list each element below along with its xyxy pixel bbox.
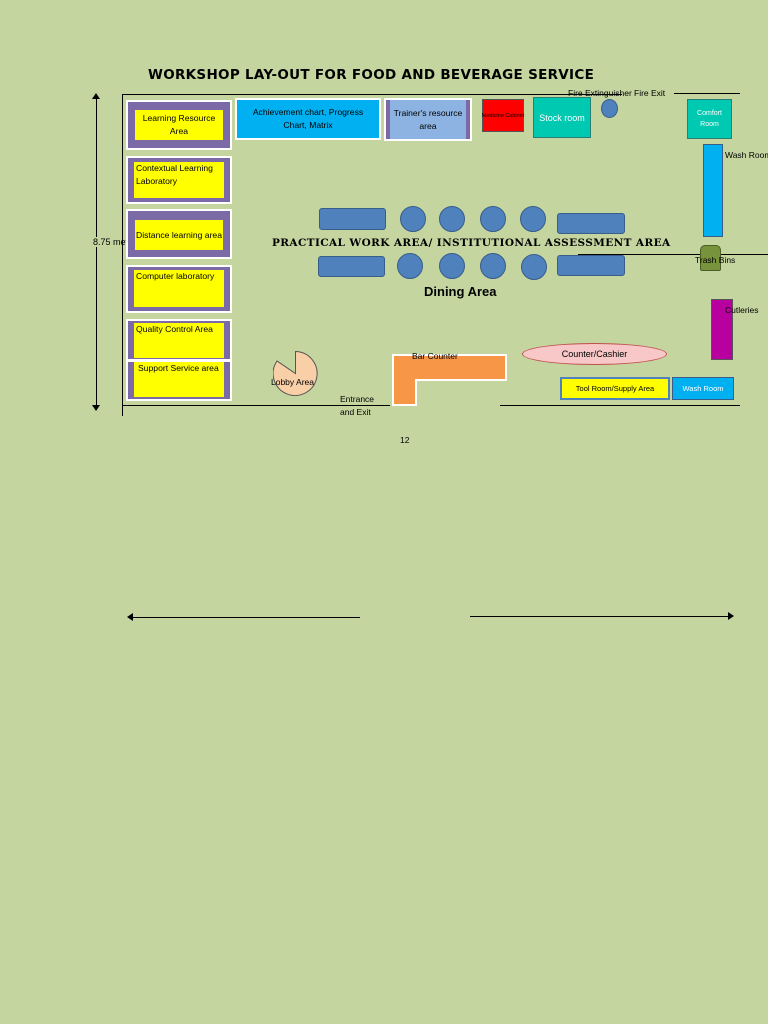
distance-learning-area: Distance learning area (126, 209, 232, 259)
fire-extinguisher-icon (601, 99, 618, 118)
arrow-head-down (92, 405, 100, 411)
bottom-arrow-left-head (127, 613, 133, 621)
round-table (439, 253, 465, 279)
entrance-exit-label: Entrance and Exit (340, 394, 375, 417)
trainer-resource-area: Trainer's resource area (384, 98, 472, 141)
tool-room-supply: Tool Room/Supply Area (560, 377, 670, 400)
achievement-label: Achievement chart, Progress Chart, Matri… (252, 107, 364, 130)
learning-resource-label: Learning Resource Area (135, 110, 223, 140)
medicine-cabinet-label: Medicine Cabinet (481, 112, 525, 119)
bar-counter (390, 353, 508, 407)
wash-room-bottom-label: Wash Room (682, 384, 724, 393)
page-number: 12 (400, 435, 410, 445)
bar-counter-label: Bar Counter (412, 351, 458, 361)
arrow-head-up (92, 93, 100, 99)
cutleries-cabinet (711, 299, 733, 360)
comfort-room-label: Comfort Room (697, 110, 722, 128)
wash-room-right (703, 144, 723, 237)
dimension-arrow (96, 96, 97, 410)
bottom-arrow-left-line (130, 617, 360, 618)
round-table (521, 254, 547, 280)
contextual-learning-lab: Contextual Learning Laboratory (126, 156, 232, 204)
stock-room-label: Stock room (539, 112, 585, 123)
round-table (520, 206, 546, 232)
wall-bottom-right (500, 405, 740, 406)
area-divider (128, 359, 230, 362)
support-service-label: Support Service area (134, 362, 224, 397)
table-top-right (557, 213, 625, 234)
cutleries-label: Cutleries (725, 305, 759, 315)
wall-top-right (674, 93, 740, 94)
wall-left (122, 94, 123, 416)
wall-bottom-left (122, 405, 390, 406)
dimension-label: 8.75 meters (92, 237, 142, 247)
divider-line (578, 254, 768, 255)
medicine-cabinet: Medicine Cabinet (482, 99, 524, 132)
fire-exit-label: Fire Exit (634, 88, 666, 98)
lobby-area-shape (272, 350, 318, 396)
round-table (397, 253, 423, 279)
wall-top (122, 94, 622, 95)
trash-bin-icon (700, 245, 721, 271)
table-bottom-right (557, 255, 625, 276)
wash-room-bottom: Wash Room (672, 377, 734, 400)
distance-learning-label: Distance learning area (135, 220, 223, 250)
round-table (480, 206, 506, 232)
contextual-learning-label: Contextual Learning Laboratory (134, 162, 224, 198)
comfort-room: Comfort Room (687, 99, 732, 139)
achievement-chart: Achievement chart, Progress Chart, Matri… (235, 98, 381, 140)
dining-area-label: Dining Area (424, 284, 497, 299)
counter-cashier-label: Counter/Cashier (561, 349, 628, 359)
computer-laboratory: Computer laboratory (126, 265, 232, 313)
wash-room-right-label: Wash Room (725, 150, 768, 160)
trash-bins-label: Trash Bins (695, 255, 736, 265)
tool-room-label: Tool Room/Supply Area (575, 384, 655, 393)
fire-extinguisher-label: Fire Extinguisher (568, 88, 632, 98)
quality-control-label: Quality Control Area (134, 323, 224, 358)
table-top-left (319, 208, 386, 230)
round-table (400, 206, 426, 232)
counter-cashier: Counter/Cashier (522, 343, 667, 365)
diagram-title: WORKSHOP LAY-OUT FOR FOOD AND BEVERAGE S… (148, 67, 595, 83)
lobby-area-label: Lobby Area (271, 377, 315, 387)
quality-control-area: Quality Control Area Support Service are… (126, 319, 232, 401)
bar-counter-shape (392, 354, 507, 406)
round-table (439, 206, 465, 232)
computer-lab-label: Computer laboratory (134, 270, 224, 307)
stock-room: Stock room (533, 97, 591, 138)
bottom-arrow-right-line (470, 616, 730, 617)
learning-resource-area: Learning Resource Area (126, 100, 232, 150)
practical-work-area-label: PRACTICAL WORK AREA/ INSTITUTIONAL ASSES… (272, 237, 671, 249)
trainer-resource-label: Trainer's resource area (390, 100, 466, 139)
lobby-pie-icon (272, 350, 318, 396)
round-table (480, 253, 506, 279)
bottom-arrow-right-head (728, 612, 734, 620)
table-bottom-left (318, 256, 385, 277)
